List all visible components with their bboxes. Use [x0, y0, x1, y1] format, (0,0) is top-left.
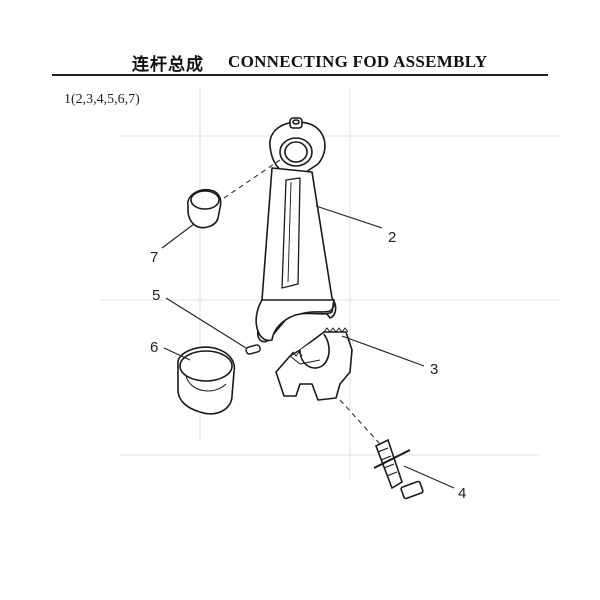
- leader-lines: [161, 205, 455, 489]
- title-english: CONNECTING FOD ASSEMBLY: [228, 52, 488, 71]
- header-rule: [52, 74, 548, 76]
- assembly-code: 1(2,3,4,5,6,7): [64, 92, 140, 107]
- assembly-guide-lines: [223, 159, 381, 445]
- rod-cap: [275, 327, 353, 401]
- callout-4: 4: [458, 485, 466, 502]
- callout-6: 6: [150, 339, 158, 356]
- title-chinese: 连杆总成: [132, 55, 204, 75]
- callout-2: 2: [388, 229, 396, 246]
- callout-7: 7: [150, 249, 158, 266]
- connecting-rod: [255, 117, 337, 343]
- callout-labels: 2 3 4 5 6 7: [150, 229, 466, 502]
- small-end-bushing: [187, 188, 222, 229]
- rod-bolt: [373, 438, 424, 500]
- big-end-bearing: [177, 346, 236, 415]
- callout-5: 5: [152, 287, 160, 304]
- header: 连杆总成 CONNECTING FOD ASSEMBLY: [60, 44, 540, 78]
- callout-3: 3: [430, 361, 438, 378]
- dowel-pin: [245, 344, 261, 355]
